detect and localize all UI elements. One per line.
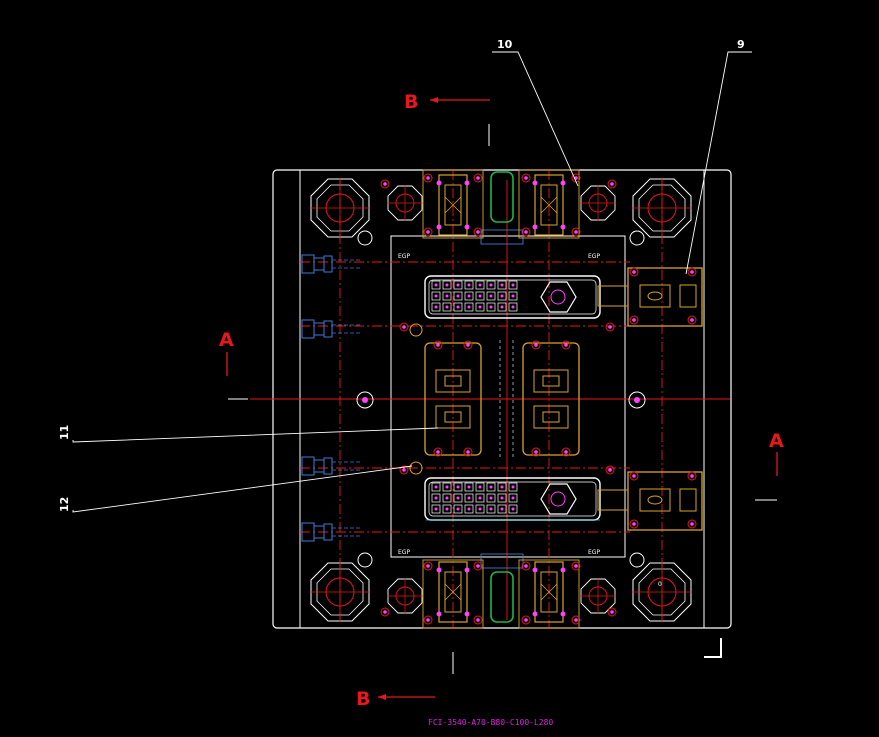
egp-labels: EGP EGP EGP EGP 0 [398,253,662,588]
cooling-fittings [301,254,363,542]
center-sliders [424,340,580,460]
svg-text:EGP: EGP [398,253,410,260]
bolt [629,519,639,529]
callouts: 10 9 11 12 [58,38,745,512]
bolt [531,340,541,350]
return-pins [356,230,646,568]
bolt [687,267,697,277]
bolt [473,173,483,183]
bolt [433,340,443,350]
right-slider-housings [597,267,703,531]
callout-9: 9 [737,38,745,51]
bolt [473,615,483,625]
bolt [607,607,617,617]
bolt [423,227,433,237]
bolt [399,322,409,332]
bolt [687,471,697,481]
section-mark-bottom: B [356,688,370,710]
bolt [380,607,390,617]
bolt [629,267,639,277]
bolt [629,471,639,481]
callout-10: 10 [497,38,513,51]
drawing-title: FCI-3540-A70-B80-C100-L280 [428,718,553,727]
section-mark-left: A [219,329,234,351]
bolt [561,340,571,350]
svg-text:EGP: EGP [588,253,600,260]
section-mark-right: A [769,430,784,452]
datum-corner-mark [704,638,722,658]
bolt [605,322,615,332]
cavity-grid-upper [431,280,518,312]
cavities [424,275,601,521]
bolt [423,615,433,625]
callout-12: 12 [58,497,71,512]
bolt [380,179,390,189]
svg-text:EGP: EGP [398,549,410,556]
callout-leaders [72,51,752,513]
sprue-inserts [480,171,524,623]
section-mark-top: B [404,91,418,113]
cavity-grid-lower [431,482,518,514]
callout-11: 11 [58,425,71,440]
bolt [629,315,639,325]
bolt [423,173,433,183]
bolt [521,615,531,625]
centerlines [250,170,730,628]
bolt [687,315,697,325]
side-sliders [422,169,580,629]
section-marks: B B A A [219,91,784,710]
svg-text:0: 0 [658,581,662,588]
svg-text:EGP: EGP [588,549,600,556]
bolt [687,519,697,529]
bolt [607,179,617,189]
bolt [605,465,615,475]
bolt [423,561,433,571]
bolt [463,340,473,350]
bolt [521,173,531,183]
